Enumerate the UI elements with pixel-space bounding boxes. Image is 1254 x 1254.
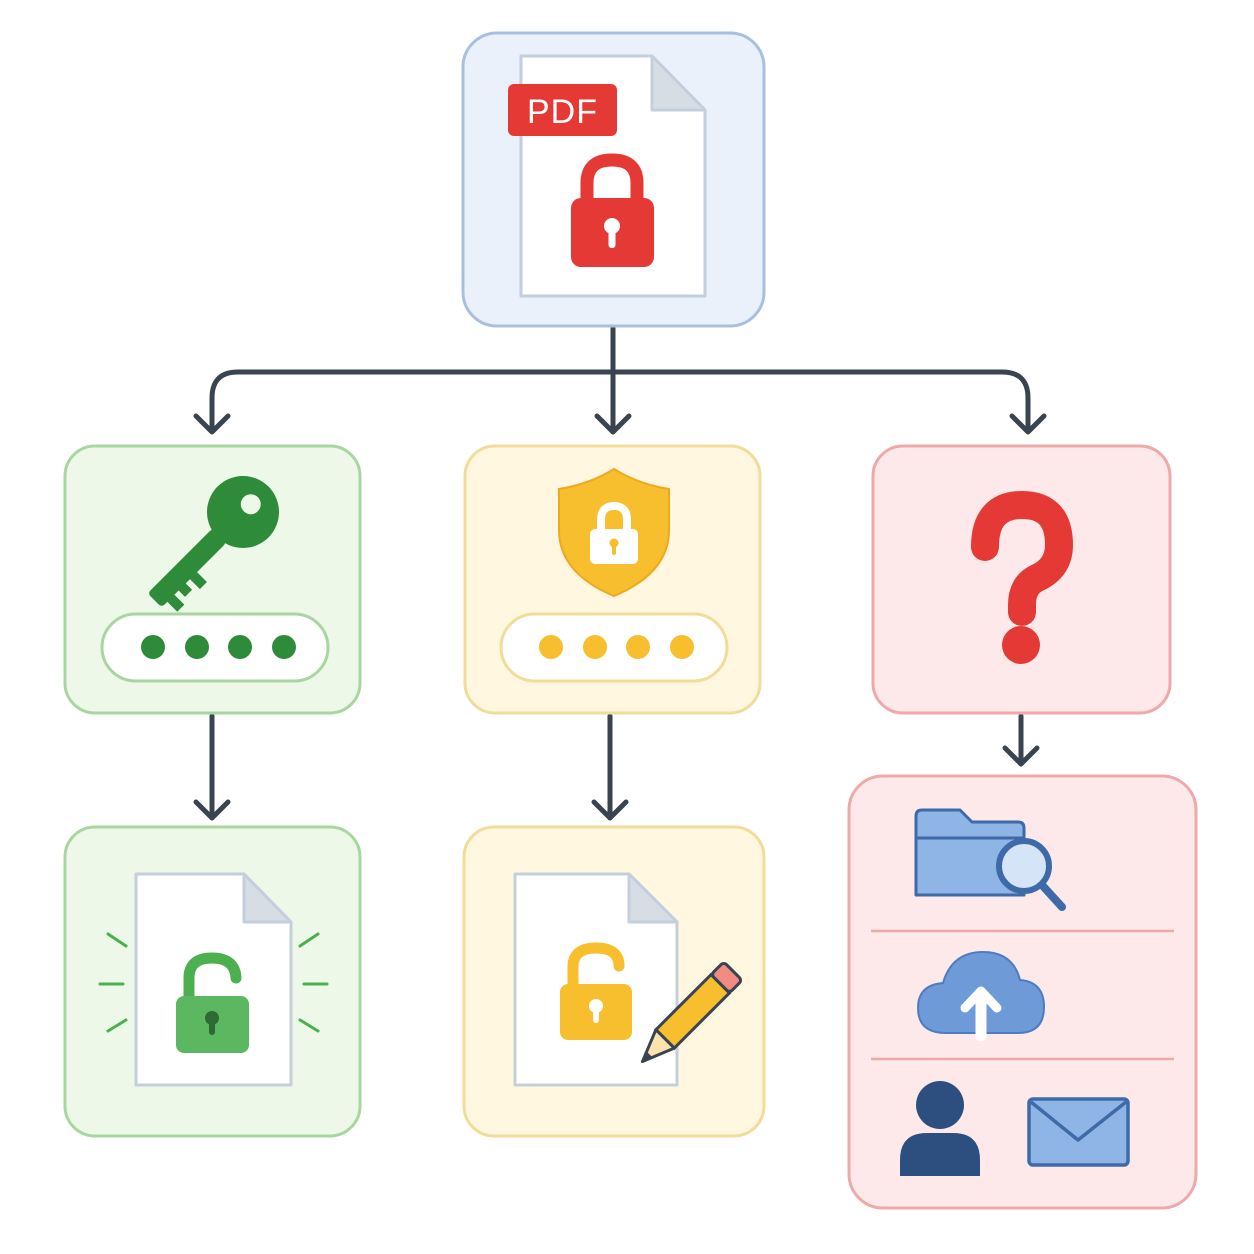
- unlocked-pdf-node: [63, 825, 362, 1138]
- password-dot: [583, 635, 607, 659]
- password-dots-field: [499, 612, 729, 683]
- open-lock-icon: [560, 942, 632, 1040]
- connector-top-to-left: [209, 369, 616, 433]
- sparkle-lines: [98, 932, 329, 1033]
- password-dot: [670, 635, 694, 659]
- arrowhead-right: [1009, 413, 1047, 435]
- pencil-icon: [640, 962, 742, 1064]
- unknown-password-node: [871, 444, 1172, 715]
- cloud-upload-icon: [916, 950, 1046, 1042]
- password-dot: [185, 635, 209, 659]
- user-password-node: [63, 444, 362, 715]
- lock-icon: [571, 153, 654, 267]
- owner-password-node: [463, 444, 762, 715]
- connectors: [193, 325, 1047, 821]
- arrowhead-right-down: [1002, 745, 1040, 767]
- password-dots-field: [100, 612, 330, 683]
- arrowhead-middle-down: [591, 799, 629, 821]
- arrowhead-left: [193, 413, 231, 435]
- password-dot: [228, 635, 252, 659]
- pdf-badge-label: PDF: [527, 93, 598, 131]
- unlocked-pdf-icon: [98, 872, 329, 1087]
- password-dot: [626, 635, 650, 659]
- shield-lock-icon: [558, 467, 670, 598]
- key-icon: [149, 476, 279, 612]
- open-lock-icon: [176, 952, 249, 1053]
- editable-pdf-node: [462, 825, 766, 1138]
- recovery-options-node: [847, 774, 1198, 1210]
- connector-top-to-right: [610, 369, 1031, 433]
- password-dot: [539, 635, 563, 659]
- person-icon: [900, 1081, 980, 1176]
- mail-icon: [1027, 1097, 1130, 1167]
- password-dot: [141, 635, 165, 659]
- arrowhead-middle: [594, 413, 632, 435]
- folder-search-icon: [914, 808, 1066, 911]
- locked-pdf-node: PDF: [461, 31, 766, 328]
- pdf-badge: PDF: [508, 84, 617, 136]
- password-dot: [272, 635, 296, 659]
- locked-pdf-icon: PDF: [508, 54, 707, 298]
- arrowhead-left-down: [193, 799, 231, 821]
- question-mark-icon: [971, 491, 1073, 664]
- editable-pdf-icon: [513, 872, 742, 1087]
